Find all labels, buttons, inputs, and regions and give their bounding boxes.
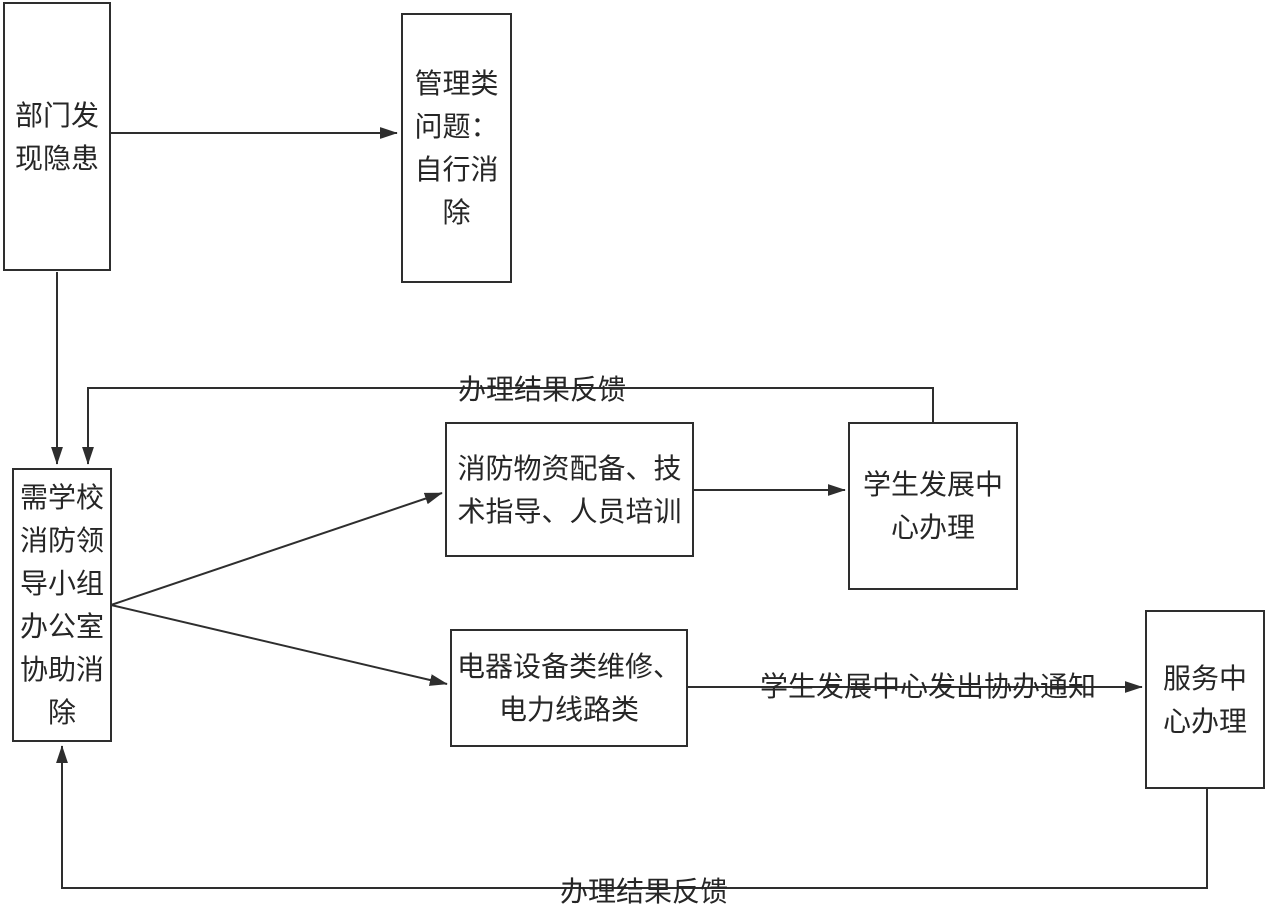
node-service-center-handle-label: 服务中 心办理 <box>1162 662 1247 737</box>
arrow-feedback-top <box>82 387 934 465</box>
node-department-finds-hazard-label: 部门发 现隐患 <box>14 99 99 174</box>
node-student-dev-center-handle: 学生发展中 心办理 <box>848 422 1018 590</box>
node-need-school-fire-office-assist: 需学校 消防领 导小组 办公室 协助消 除 <box>12 468 112 742</box>
node-management-issue-self-remove: 管理类 问题： 自行消 除 <box>401 13 512 283</box>
edge-label-assist-notice: 学生发展中心发出协办通知 <box>760 671 1097 702</box>
edge-label-feedback-top: 办理结果反馈 <box>458 374 627 405</box>
node-need-school-fire-office-assist-label: 需学校 消防领 导小组 办公室 协助消 除 <box>19 482 104 728</box>
node-fire-supplies-guidance-training: 消防物资配备、技 术指导、人员培训 <box>445 422 694 557</box>
node-electrical-equipment-power-lines-label: 电器设备类维修、 电力线路类 <box>456 651 681 725</box>
node-fire-supplies-guidance-training-label: 消防物资配备、技 术指导、人员培训 <box>457 452 682 527</box>
edge-label-feedback-bottom: 办理结果反馈 <box>560 876 729 907</box>
node-management-issue-self-remove-label: 管理类 问题： 自行消 除 <box>414 68 499 228</box>
node-service-center-handle: 服务中 心办理 <box>1145 610 1265 789</box>
arrow-assist-to-fire-supplies <box>110 492 443 606</box>
arrow-assist-to-electrical <box>110 604 448 686</box>
arrow-feedback-bottom <box>56 745 1208 889</box>
node-student-dev-center-handle-label: 学生发展中 心办理 <box>862 469 1003 543</box>
node-electrical-equipment-power-lines: 电器设备类维修、 电力线路类 <box>450 629 688 747</box>
node-department-finds-hazard: 部门发 现隐患 <box>3 2 111 271</box>
